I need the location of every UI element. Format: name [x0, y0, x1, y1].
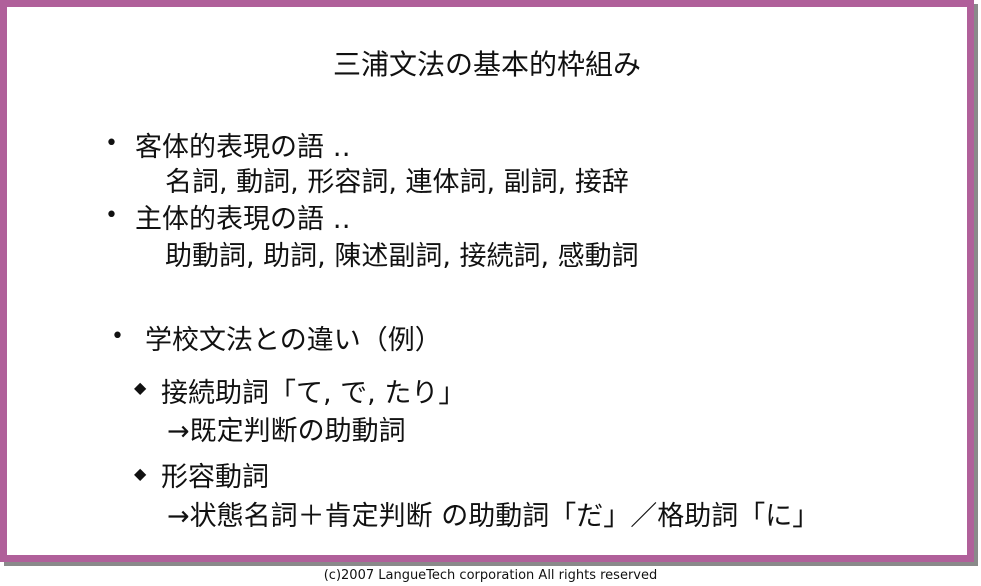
section-detail-subjective: 助動詞, 助詞, 陳述副詞, 接続詞, 感動詞	[165, 241, 639, 272]
section-detail-objective: 名詞, 動詞, 形容詞, 連体詞, 副詞, 接辞	[165, 167, 629, 198]
section-heading-subjective: 主体的表現の語 ‥	[135, 204, 351, 235]
example-term-adjectival-verb: 形容動詞	[161, 462, 269, 493]
section-heading-objective: 客体的表現の語 ‥	[135, 132, 351, 163]
example-term-conjunctive-particle: 接続助詞「て, で, たり」	[161, 378, 466, 409]
slide-title: 三浦文法の基本的枠組み	[332, 48, 641, 81]
diamond-bullet-icon: ◆	[134, 464, 147, 483]
bullet-icon: •	[105, 203, 118, 228]
example-explanation-adjectival-verb: →状態名詞＋肯定判断 の助動詞「だ」／格助詞「に」	[167, 501, 820, 532]
bullet-icon: •	[111, 324, 124, 349]
example-explanation-conjunctive-particle: →既定判断の助動詞	[167, 416, 406, 447]
diamond-bullet-icon: ◆	[134, 378, 147, 397]
slide-frame: 三浦文法の基本的枠組み • 客体的表現の語 ‥ 名詞, 動詞, 形容詞, 連体詞…	[0, 0, 974, 562]
bullet-icon: •	[105, 131, 118, 156]
section-heading-differences: 学校文法との違い（例）	[145, 325, 442, 356]
copyright-text: (c)2007 LangueTech corporation All right…	[323, 568, 658, 583]
